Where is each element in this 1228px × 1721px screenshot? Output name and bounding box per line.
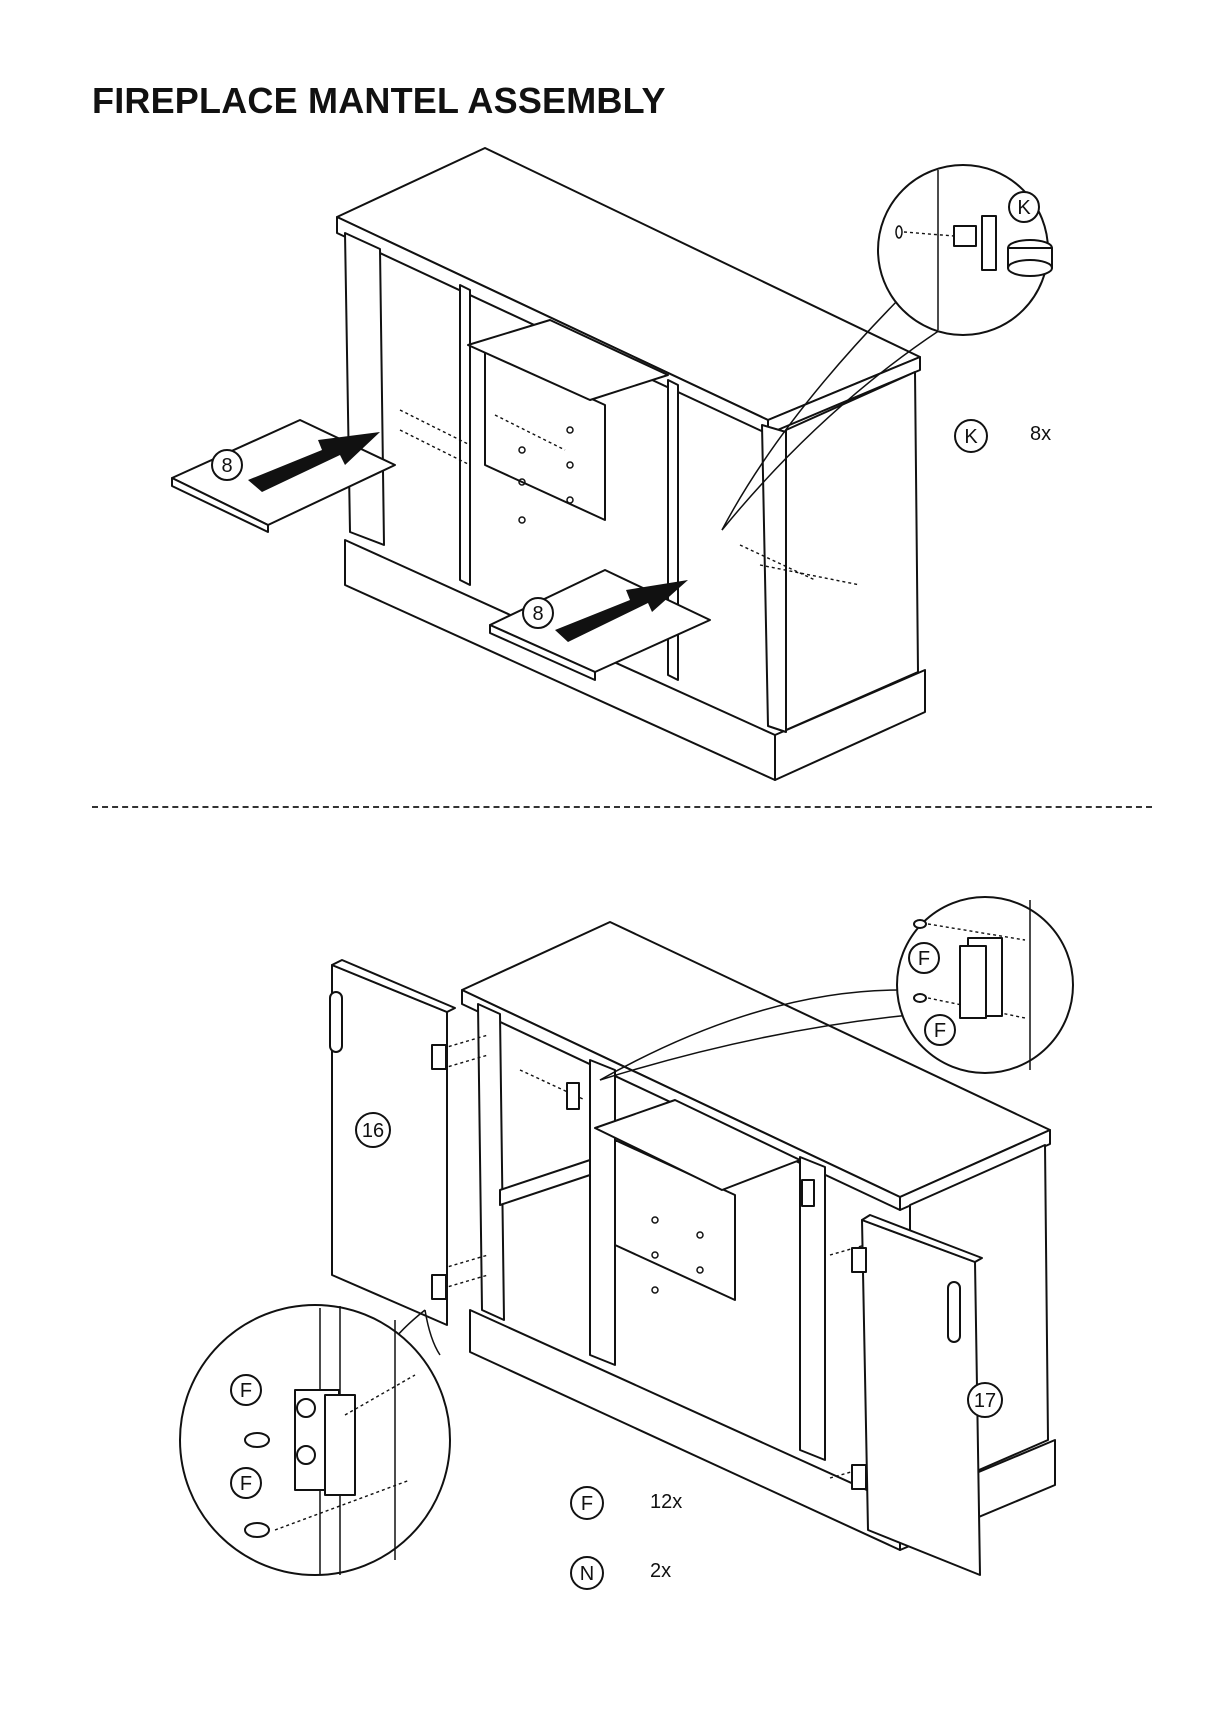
callout-detail-k: K	[1009, 192, 1039, 222]
svg-text:F: F	[240, 1380, 252, 1402]
callout-detail-f-top-1: F	[909, 943, 939, 973]
step2-detail-circle-top	[897, 897, 1073, 1073]
svg-text:17: 17	[974, 1390, 996, 1412]
svg-text:K: K	[1017, 197, 1031, 219]
svg-text:8: 8	[532, 603, 543, 625]
callout-shelf-left: 8	[212, 450, 242, 480]
callout-detail-f-bottom-2: F	[231, 1468, 261, 1498]
part-f-quantity: F 12x	[571, 1487, 682, 1519]
svg-text:2x: 2x	[650, 1560, 671, 1582]
callout-detail-f-top-2: F	[925, 1015, 955, 1045]
part-n-quantity: N 2x	[571, 1557, 671, 1589]
svg-text:N: N	[580, 1563, 594, 1585]
svg-text:F: F	[934, 1020, 946, 1042]
svg-text:F: F	[918, 948, 930, 970]
step1-detail-circle	[878, 165, 1052, 335]
svg-text:12x: 12x	[650, 1491, 682, 1513]
svg-text:F: F	[581, 1493, 593, 1515]
step1-cabinet-drawing	[172, 148, 940, 780]
svg-text:8x: 8x	[1030, 423, 1051, 445]
callout-door-right: 17	[968, 1383, 1002, 1417]
svg-text:F: F	[240, 1473, 252, 1495]
svg-text:16: 16	[362, 1120, 384, 1142]
callout-detail-f-bottom-1: F	[231, 1375, 261, 1405]
svg-text:8: 8	[221, 455, 232, 477]
part-k-quantity: K 8x	[955, 420, 1051, 452]
step2-detail-circle-bottom	[180, 1305, 450, 1575]
callout-shelf-right: 8	[523, 598, 553, 628]
svg-text:K: K	[964, 426, 978, 448]
callout-door-left: 16	[356, 1113, 390, 1147]
